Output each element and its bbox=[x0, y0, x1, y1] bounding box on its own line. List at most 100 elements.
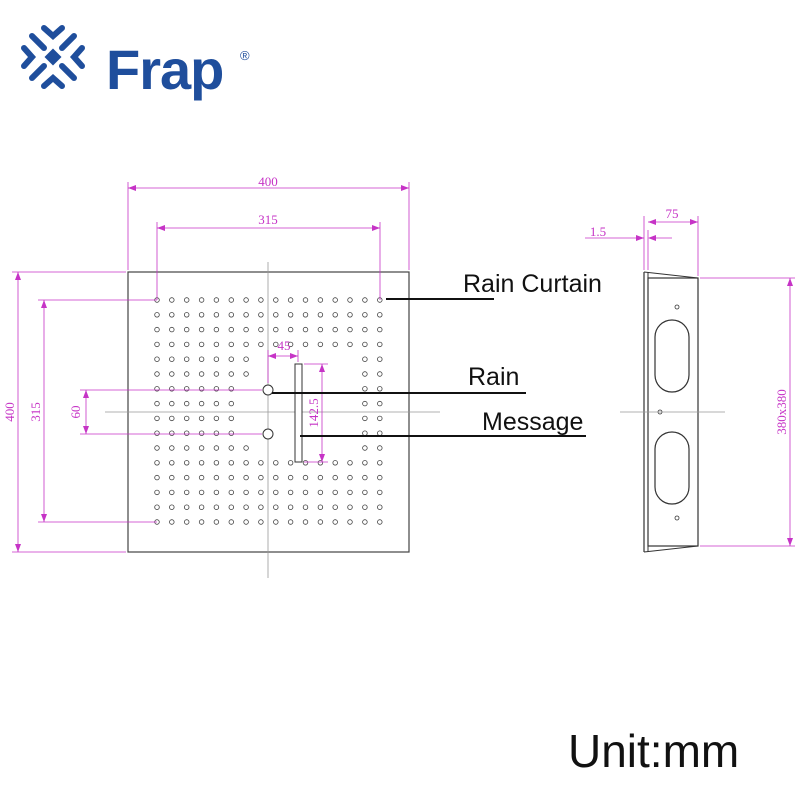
nozzle bbox=[228, 297, 234, 303]
nozzle bbox=[243, 297, 249, 303]
nozzle bbox=[302, 297, 309, 303]
nozzle bbox=[258, 460, 264, 466]
nozzle bbox=[198, 474, 205, 481]
nozzle bbox=[198, 489, 205, 496]
nozzle bbox=[154, 371, 160, 377]
nozzle bbox=[198, 341, 205, 348]
nozzle bbox=[332, 519, 338, 525]
nozzle bbox=[362, 326, 368, 333]
nozzle bbox=[347, 519, 353, 525]
nozzle bbox=[317, 297, 324, 303]
nozzle bbox=[332, 341, 338, 348]
nozzle bbox=[317, 341, 324, 348]
dim-slot-length: 142.5 bbox=[306, 398, 321, 427]
nozzle bbox=[228, 356, 234, 362]
nozzle bbox=[198, 326, 205, 333]
nozzle bbox=[258, 297, 264, 303]
nozzle bbox=[258, 504, 264, 510]
nozzle bbox=[198, 312, 205, 318]
nozzle bbox=[213, 297, 220, 303]
nozzle bbox=[169, 297, 175, 303]
nozzle bbox=[154, 415, 160, 422]
nozzle bbox=[258, 341, 264, 348]
dim-slot-offset: 45 bbox=[278, 338, 291, 353]
nozzle bbox=[258, 326, 264, 333]
nozzle bbox=[243, 474, 249, 481]
nozzle bbox=[332, 489, 338, 496]
nozzle bbox=[243, 519, 249, 525]
nozzle bbox=[347, 297, 353, 303]
nozzle bbox=[169, 519, 175, 525]
nozzle bbox=[169, 474, 175, 481]
nozzle bbox=[362, 297, 368, 303]
nozzle bbox=[154, 356, 160, 362]
nozzle bbox=[154, 341, 160, 348]
nozzle bbox=[213, 519, 220, 525]
callout-rain: Rain bbox=[468, 363, 519, 391]
nozzle bbox=[377, 312, 383, 318]
nozzle bbox=[213, 356, 220, 362]
nozzle bbox=[362, 356, 368, 362]
nozzle bbox=[302, 460, 309, 466]
nozzle bbox=[317, 504, 324, 510]
nozzle bbox=[347, 341, 353, 348]
nozzle bbox=[213, 341, 220, 348]
nozzle bbox=[213, 326, 220, 333]
nozzle bbox=[243, 341, 249, 348]
side-view bbox=[620, 271, 725, 553]
nozzle bbox=[198, 460, 205, 466]
nozzle bbox=[377, 445, 383, 451]
nozzle bbox=[228, 400, 234, 407]
nozzle bbox=[213, 489, 220, 496]
nozzle bbox=[154, 445, 160, 451]
message-slot bbox=[294, 363, 303, 463]
nozzle bbox=[317, 460, 324, 466]
nozzle bbox=[183, 356, 190, 362]
nozzle bbox=[287, 504, 294, 510]
nozzle bbox=[169, 341, 175, 348]
nozzle bbox=[302, 341, 309, 348]
nozzle bbox=[198, 504, 205, 510]
nozzle bbox=[362, 415, 368, 422]
nozzle bbox=[258, 489, 264, 496]
nozzle bbox=[183, 371, 190, 377]
nozzle bbox=[377, 356, 383, 362]
nozzle bbox=[154, 460, 160, 466]
nozzle bbox=[183, 460, 190, 466]
nozzle bbox=[243, 489, 249, 496]
nozzle bbox=[169, 386, 175, 392]
nozzle bbox=[213, 371, 220, 377]
nozzle bbox=[183, 519, 190, 525]
nozzle bbox=[169, 430, 175, 436]
nozzle bbox=[228, 415, 234, 422]
nozzle bbox=[273, 297, 279, 303]
nozzle bbox=[198, 400, 205, 407]
nozzle bbox=[183, 386, 190, 392]
nozzle bbox=[169, 400, 175, 407]
nozzle bbox=[183, 312, 190, 318]
nozzle bbox=[377, 326, 383, 333]
nozzle bbox=[169, 445, 175, 451]
nozzle bbox=[198, 430, 205, 436]
nozzle bbox=[154, 386, 160, 392]
dim-mount-size: 380x380 bbox=[774, 389, 789, 435]
nozzle bbox=[362, 519, 368, 525]
nozzle bbox=[273, 504, 279, 510]
dim-height-overall: 400 bbox=[2, 402, 17, 422]
nozzle bbox=[228, 326, 234, 333]
nozzle bbox=[213, 312, 220, 318]
nozzle bbox=[228, 460, 234, 466]
nozzle bbox=[362, 430, 368, 436]
nozzle bbox=[287, 460, 294, 466]
nozzle bbox=[228, 430, 234, 436]
nozzle bbox=[213, 415, 220, 422]
nozzle bbox=[287, 474, 294, 481]
nozzle bbox=[154, 326, 160, 333]
nozzle bbox=[377, 386, 383, 392]
nozzle bbox=[198, 386, 205, 392]
nozzle bbox=[228, 386, 234, 392]
nozzle bbox=[362, 460, 368, 466]
nozzle bbox=[169, 371, 175, 377]
dim-inlet-spacing: 60 bbox=[68, 406, 83, 419]
nozzle bbox=[362, 504, 368, 510]
